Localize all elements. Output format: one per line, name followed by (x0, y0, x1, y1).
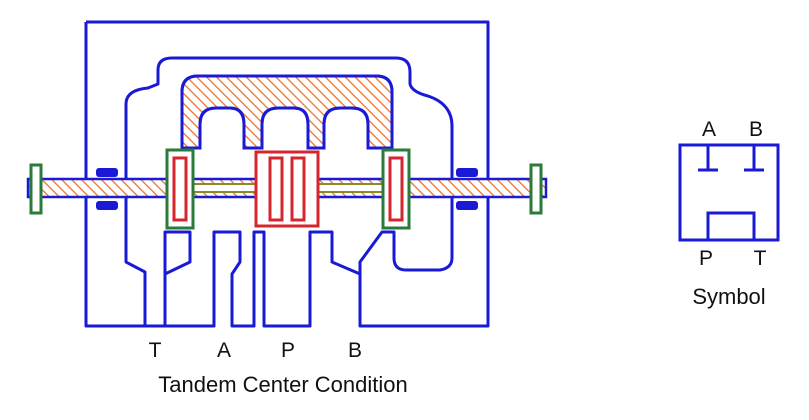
pressure-chamber (180, 74, 394, 150)
symbol-label-b: B (749, 118, 763, 141)
end-cap-left (29, 163, 43, 215)
port-label-b: B (348, 339, 362, 362)
spool-land-left (165, 148, 195, 230)
port-label-t: T (149, 339, 162, 362)
port-label-p: P (281, 339, 295, 362)
seal-right-top (456, 168, 478, 177)
valve-symbol (678, 143, 780, 242)
seal-left-bottom (96, 201, 118, 210)
seal-right-bottom (456, 201, 478, 210)
seal-left-top (96, 168, 118, 177)
valve-caption: Tandem Center Condition (158, 372, 407, 397)
spool-land-right (381, 148, 411, 230)
symbol-label-t: T (754, 247, 767, 270)
symbol-caption: Symbol (692, 284, 765, 309)
symbol-label-a: A (702, 118, 716, 141)
symbol-label-p: P (699, 247, 713, 270)
spool-land-centre (254, 150, 320, 228)
end-cap-right (529, 163, 543, 215)
port-label-a: A (217, 339, 231, 362)
